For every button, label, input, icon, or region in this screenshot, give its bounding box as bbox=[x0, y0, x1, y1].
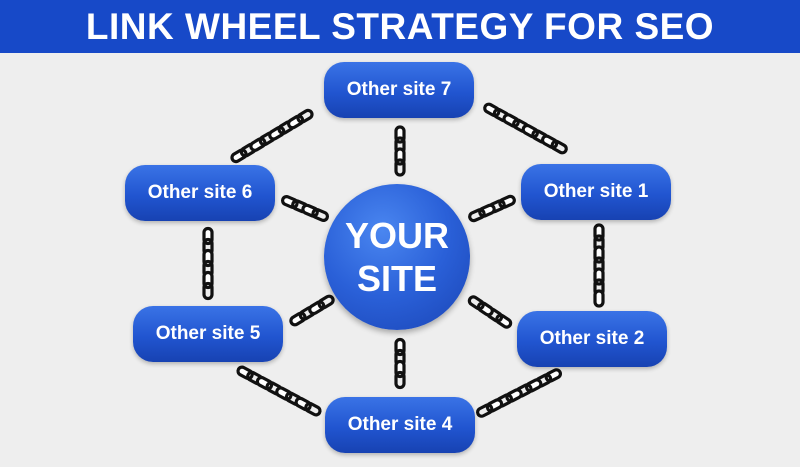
node-other-site-6: Other site 6 bbox=[125, 165, 275, 221]
chain-link-icon bbox=[394, 158, 406, 177]
chain-link-icon bbox=[311, 208, 330, 222]
diagram-title: LINK WHEEL STRATEGY FOR SEO bbox=[85, 5, 715, 47]
chain-link-icon bbox=[468, 208, 486, 223]
chain-link-icon bbox=[593, 289, 605, 308]
chain-link-icon bbox=[467, 295, 485, 311]
node-label: Other site 6 bbox=[147, 182, 253, 203]
node-other-site-5: Other site 5 bbox=[133, 306, 283, 362]
node-label: Other site 1 bbox=[543, 181, 649, 202]
chain-1-to-center bbox=[468, 194, 516, 223]
node-label: Other site 7 bbox=[346, 79, 452, 100]
title-bar: LINK WHEEL STRATEGY FOR SEO bbox=[0, 0, 800, 53]
chain-link-icon bbox=[317, 294, 335, 310]
node-label: Other site 5 bbox=[155, 323, 261, 344]
chain-7-to-center bbox=[394, 125, 406, 177]
chain-2-to-center bbox=[467, 295, 513, 329]
node-other-site-7: Other site 7 bbox=[324, 62, 474, 118]
chain-center-to-4 bbox=[394, 337, 406, 390]
your-site-node: YOUR SITE bbox=[324, 184, 470, 330]
chain-6-to-7 bbox=[230, 108, 314, 164]
chain-link-icon bbox=[202, 281, 214, 301]
chain-7-to-1 bbox=[483, 102, 568, 155]
chain-2-to-4 bbox=[475, 368, 563, 418]
chain-link-icon bbox=[304, 401, 322, 417]
chain-6-to-center bbox=[280, 195, 330, 222]
chain-1-to-2 bbox=[593, 223, 605, 308]
chain-6-to-5 bbox=[202, 226, 214, 301]
node-other-site-2: Other site 2 bbox=[517, 311, 667, 367]
chain-5-to-4 bbox=[236, 365, 322, 417]
chain-link-icon bbox=[550, 139, 568, 155]
center-label-line2: SITE bbox=[356, 258, 437, 299]
chain-link-icon bbox=[394, 370, 406, 390]
node-label: Other site 2 bbox=[539, 328, 645, 349]
center-label-line1: YOUR bbox=[344, 215, 449, 256]
chain-link-icon bbox=[296, 108, 314, 124]
chain-link-icon bbox=[475, 403, 494, 418]
node-other-site-4: Other site 4 bbox=[325, 397, 475, 453]
node-other-site-1: Other site 1 bbox=[521, 164, 671, 220]
chain-5-to-center bbox=[289, 294, 335, 327]
node-label: Other site 4 bbox=[347, 414, 453, 435]
